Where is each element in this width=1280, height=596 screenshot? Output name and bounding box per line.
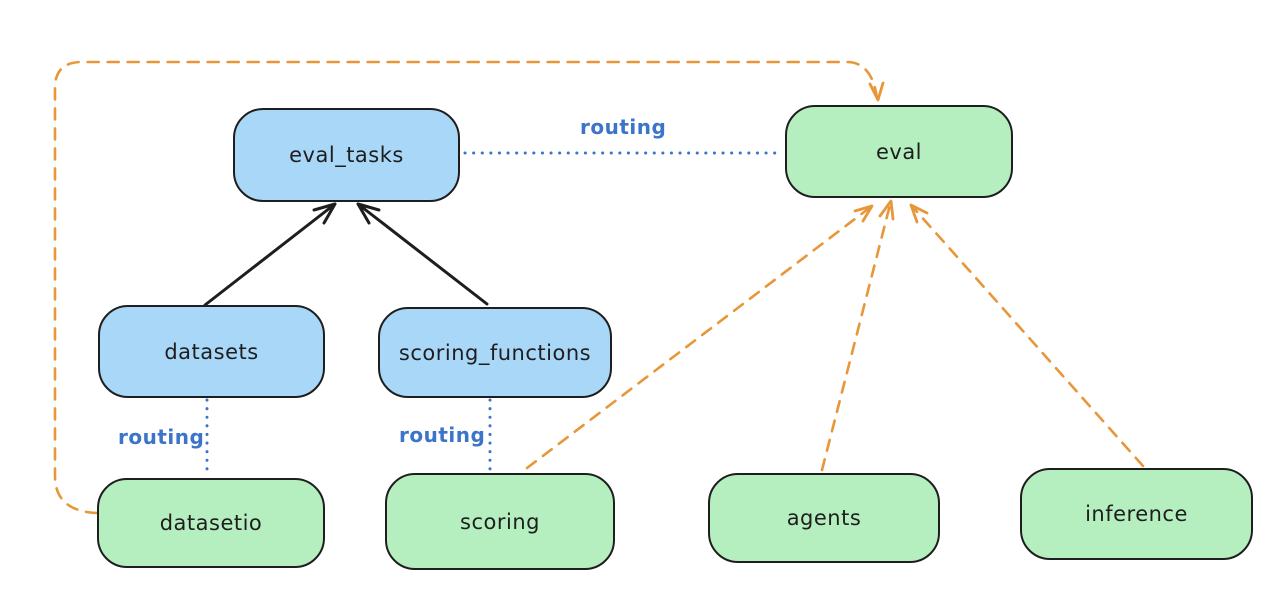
edge-agents-to-eval <box>820 199 893 472</box>
node-datasets: datasets <box>98 305 325 398</box>
node-eval: eval <box>785 105 1013 198</box>
edge-label-routing-top: routing <box>580 115 667 139</box>
edge-inference-to-eval-arrowhead <box>909 203 929 224</box>
edge-scoring-to-eval <box>525 204 874 470</box>
edge-agents-to-eval-arrowhead <box>878 199 895 221</box>
edge-datasetio-to-eval-arrowhead <box>868 81 885 102</box>
edge-scoring-to-eval-arrowhead <box>853 204 874 223</box>
node-scoring: scoring <box>385 473 615 570</box>
node-scoring-label: scoring <box>460 509 540 534</box>
node-scoring-functions: scoring_functions <box>378 307 612 398</box>
edge-inference-to-eval <box>909 203 1145 468</box>
edge-datasetio-to-eval <box>53 60 879 515</box>
node-agents-label: agents <box>786 506 862 530</box>
node-eval-label: eval <box>875 139 923 164</box>
edge-datasets-to-eval-tasks <box>203 202 337 307</box>
node-datasets-label: datasets <box>164 339 259 364</box>
node-inference: inference <box>1020 468 1253 560</box>
node-eval-tasks: eval_tasks <box>233 108 460 202</box>
edge-scoring-functions-to-eval-tasks <box>356 202 489 306</box>
node-agents: agents <box>708 473 940 563</box>
node-eval-tasks-label: eval_tasks <box>289 143 404 167</box>
node-datasetio-label: datasetio <box>159 511 263 535</box>
edge-label-routing-datasetio: routing <box>118 425 205 449</box>
edge-label-routing-scoring: routing <box>399 423 486 447</box>
node-inference-label: inference <box>1085 502 1188 526</box>
node-datasetio: datasetio <box>97 478 325 568</box>
node-scoring-functions-label: scoring_functions <box>398 340 592 365</box>
